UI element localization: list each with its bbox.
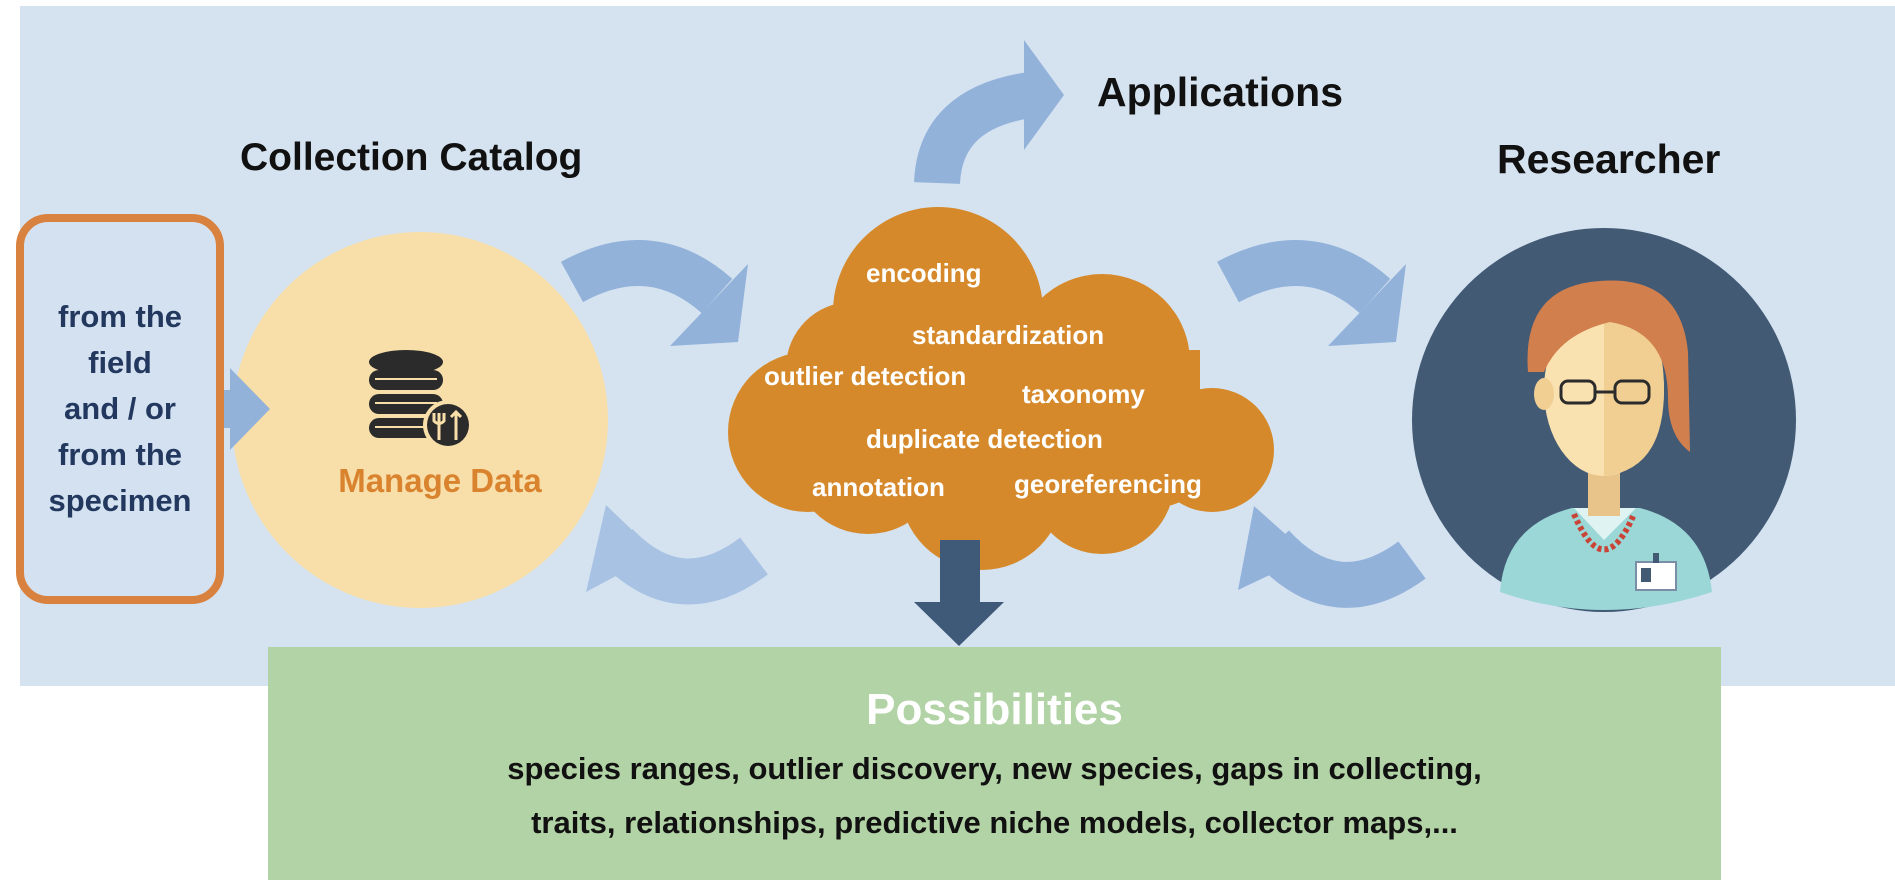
catalog-to-cloud-arrow xyxy=(560,240,748,346)
process-georeferencing: georeferencing xyxy=(1014,469,1202,499)
down-arrow xyxy=(914,540,1004,646)
data-source-box: from the field and / or from the specime… xyxy=(16,214,224,604)
applications-arrow xyxy=(914,40,1064,185)
source-line: specimen xyxy=(48,483,192,518)
process-standardization: standardization xyxy=(912,320,1105,350)
collection-catalog-heading: Collection Catalog xyxy=(240,136,583,179)
cloud-to-catalog-arrow xyxy=(586,505,768,605)
source-line: from the xyxy=(58,437,182,472)
cloud-to-researcher-arrow xyxy=(1217,240,1406,346)
possibilities-line: traits, relationships, predictive niche … xyxy=(531,805,1458,840)
possibilities-box: Possibilities species ranges, outlier di… xyxy=(268,647,1721,880)
researcher-heading: Researcher xyxy=(1497,136,1721,182)
database-tools-icon xyxy=(369,350,473,450)
possibilities-line: species ranges, outlier discovery, new s… xyxy=(507,751,1482,786)
source-line: and / or xyxy=(64,391,176,426)
manage-data-label: Manage Data xyxy=(338,462,542,499)
process-annotation: annotation xyxy=(812,472,945,502)
process-cloud xyxy=(728,207,1274,570)
process-encoding: encoding xyxy=(866,258,982,288)
process-taxonomy: taxonomy xyxy=(1022,379,1145,409)
source-line: from the xyxy=(58,299,182,334)
process-duplicate-detection: duplicate detection xyxy=(866,424,1103,454)
source-line: field xyxy=(88,345,152,380)
process-outlier-detection: outlier detection xyxy=(764,361,967,391)
applications-heading: Applications xyxy=(1097,69,1344,115)
possibilities-title: Possibilities xyxy=(866,685,1123,734)
researcher-to-cloud-arrow xyxy=(1238,506,1426,608)
researcher-avatar-icon xyxy=(1500,280,1712,610)
